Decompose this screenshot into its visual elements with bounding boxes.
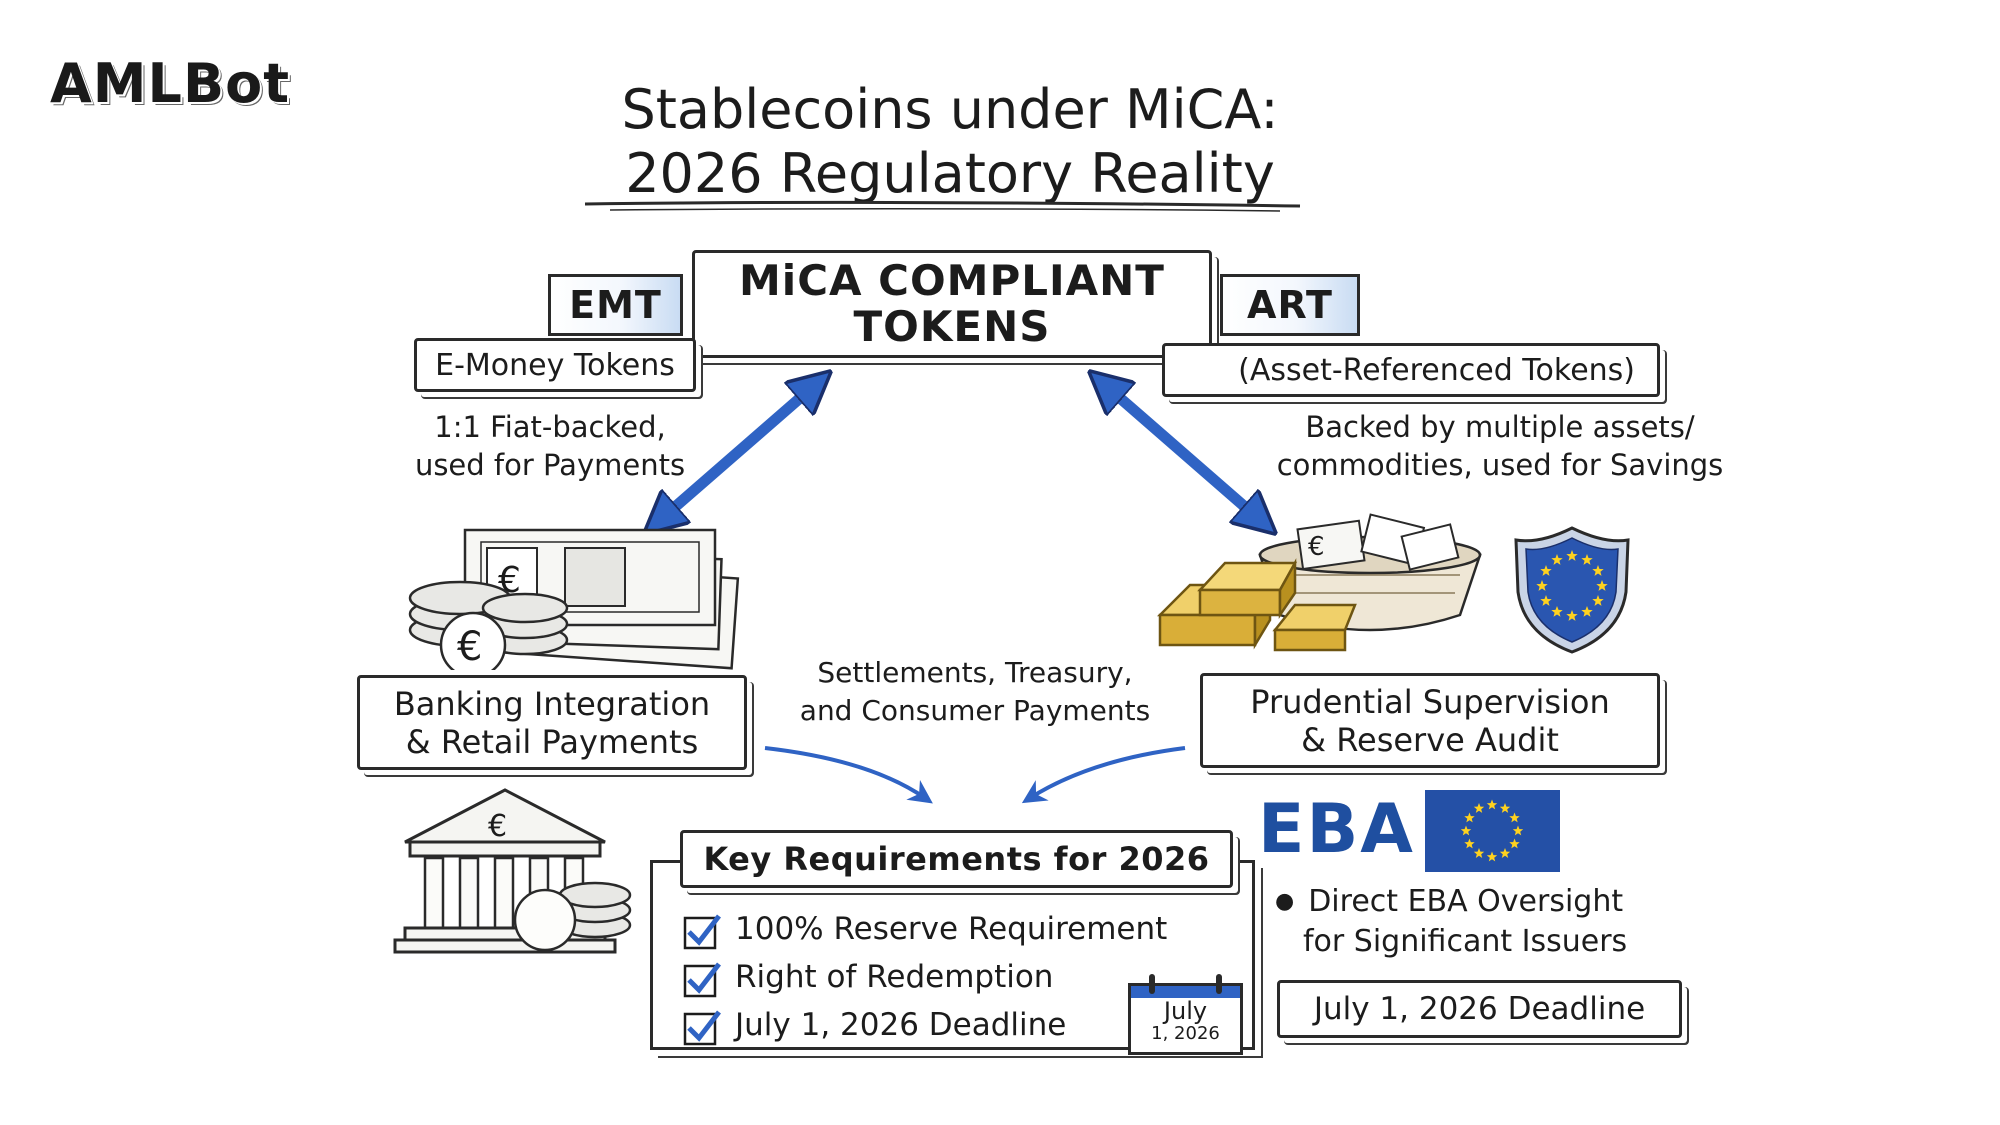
calendar-date: 1, 2026 [1151, 1023, 1220, 1044]
art-description: Backed by multiple assets/ commodities, … [1270, 408, 1730, 484]
eu-star [1473, 848, 1485, 858]
settlements-line-2: and Consumer Payments [799, 694, 1151, 727]
eu-star [1566, 610, 1578, 621]
settlements-line-1: Settlements, Treasury, [817, 656, 1133, 689]
center-box-line-2: TOKENS [853, 302, 1051, 351]
art-name: (Asset-Referenced Tokens) [1238, 352, 1635, 388]
title-line-2: 2026 Regulatory Reality [625, 142, 1275, 205]
eu-flag-icon [1425, 790, 1560, 872]
calendar-month: July [1163, 997, 1208, 1025]
art-desc-line-1: Backed by multiple assets/ [1305, 410, 1695, 444]
art-desc-line-2: commodities, used for Savings [1276, 448, 1724, 482]
euro-symbol-bank: € [488, 809, 507, 844]
emt-description: 1:1 Fiat-backed, used for Payments [400, 408, 700, 484]
eu-star [1581, 554, 1593, 565]
checkbox-checked-icon [683, 1008, 721, 1046]
emt-desc-line-1: 1:1 Fiat-backed, [434, 410, 666, 444]
eu-star [1581, 606, 1593, 617]
banking-line-1: Banking Integration [393, 684, 711, 723]
prudential-line-1: Prudential Supervision [1250, 682, 1610, 721]
eu-star [1473, 803, 1485, 813]
title-line-1: Stablecoins under MiCA: [621, 78, 1279, 141]
art-tag-label: ART [1247, 283, 1333, 327]
emt-name: E-Money Tokens [435, 347, 675, 383]
eba-logo: EBA [1258, 790, 1415, 869]
requirement-item: 100% Reserve Requirement [683, 905, 1167, 953]
checkbox-checked-icon [683, 960, 721, 998]
title-underline [584, 200, 1301, 212]
prudential-to-requirements-arrow [1021, 746, 1186, 804]
settlements-text: Settlements, Treasury, and Consumer Paym… [780, 654, 1170, 730]
emt-double-arrow [660, 385, 815, 520]
eu-star [1460, 825, 1472, 836]
bank-building-icon: € [393, 788, 632, 954]
key-requirements-panel: 100% Reserve Requirement Right of Redemp… [650, 860, 1255, 1055]
eba-deadline-box: July 1, 2026 Deadline [1277, 980, 1682, 1038]
eu-shield-icon [1514, 526, 1630, 654]
amlbot-logo: AMLBot [50, 52, 291, 115]
shield-stars [1536, 550, 1608, 621]
prudential-line-2: & Reserve Audit [1301, 720, 1559, 759]
key-requirements-title: Key Requirements for 2026 [680, 830, 1233, 888]
requirement-item: July 1, 2026 Deadline [683, 1001, 1167, 1049]
eu-star [1540, 565, 1552, 576]
euro-symbol-coin: € [457, 624, 482, 670]
prudential-supervision-box: Prudential Supervision & Reserve Audit [1200, 673, 1660, 768]
eba-bullet-line-2: for Significant Issuers [1303, 924, 1628, 959]
checkbox-checked-icon [683, 912, 721, 950]
eu-star [1512, 825, 1524, 836]
eu-star [1486, 851, 1498, 862]
eba-deadline: July 1, 2026 Deadline [1313, 991, 1646, 1027]
page-title: Stablecoins under MiCA: 2026 Regulatory … [540, 78, 1360, 206]
eu-star [1509, 812, 1520, 823]
banknotes-coins-icon: € € [408, 528, 740, 670]
mica-compliant-tokens-box: MiCA COMPLIANT TOKENS [692, 250, 1212, 358]
eu-star [1551, 606, 1563, 617]
art-name-box: (Asset-Referenced Tokens) [1162, 343, 1660, 397]
eu-star [1540, 595, 1552, 606]
art-tag: ART [1220, 274, 1360, 336]
flag-stars [1460, 799, 1524, 862]
eu-star [1551, 554, 1563, 565]
eu-star [1566, 550, 1578, 561]
euro-symbol-basket: € [1308, 532, 1325, 562]
eu-star [1596, 580, 1608, 591]
emt-tag-label: EMT [569, 283, 662, 327]
eu-star [1592, 595, 1604, 606]
requirement-label: 100% Reserve Requirement [735, 911, 1168, 947]
art-double-arrow [1105, 385, 1260, 520]
eu-star [1592, 565, 1604, 576]
emt-desc-line-2: used for Payments [414, 448, 686, 482]
emt-tag: EMT [548, 274, 683, 336]
bullet-icon: ● [1275, 889, 1295, 914]
gold-bars-basket-icon: € [1156, 513, 1482, 652]
eba-bullet-line-1: Direct EBA Oversight [1308, 884, 1624, 919]
eu-star [1536, 580, 1548, 591]
eba-oversight-text: ● Direct EBA Oversight for Significant I… [1275, 882, 1627, 962]
eu-star [1486, 799, 1498, 810]
eu-star [1464, 812, 1475, 823]
center-box-line-1: MiCA COMPLIANT [739, 256, 1165, 305]
calendar-icon: July 1, 2026 [1128, 974, 1243, 1055]
requirement-label: Right of Redemption [735, 959, 1054, 995]
banking-line-2: & Retail Payments [405, 722, 699, 761]
requirement-label: July 1, 2026 Deadline [735, 1007, 1067, 1043]
banking-integration-box: Banking Integration & Retail Payments [357, 675, 747, 770]
eu-star [1464, 838, 1475, 849]
banking-to-requirements-arrow [764, 746, 933, 804]
eu-star [1509, 838, 1520, 849]
eu-star [1499, 803, 1511, 813]
key-requirements-title-text: Key Requirements for 2026 [703, 840, 1210, 878]
eu-star [1499, 848, 1511, 858]
requirement-item: Right of Redemption [683, 953, 1167, 1001]
